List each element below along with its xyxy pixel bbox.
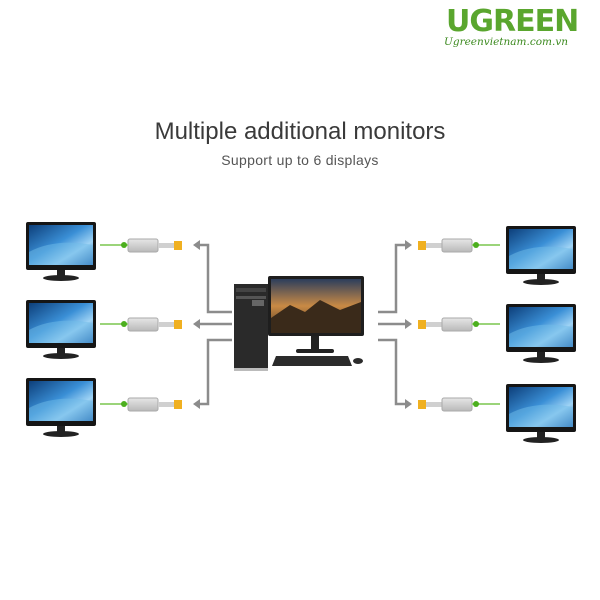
ugreen-logo: UGREEN [446,4,579,39]
usb-adapter-1 [100,238,182,253]
desktop-monitor-icon [268,276,364,353]
page-title: Multiple additional monitors [154,118,446,145]
page-subtitle: Support up to 6 displays [221,152,379,168]
arrow-right-icon [405,319,412,329]
usb-adapter-3 [100,397,182,412]
cable-lines [195,243,410,406]
usb-adapter-6 [418,397,500,412]
usb-adapter-5 [418,317,500,332]
usb-adapter-2 [100,317,182,332]
usb-adapter-4 [418,238,500,253]
monitor-left-1 [26,222,96,281]
monitor-right-2 [506,304,576,363]
arrowheads [193,240,412,409]
keyboard-icon [272,356,363,366]
arrow-left-icon [193,240,200,250]
arrow-left-icon [193,319,200,329]
monitor-left-2 [26,300,96,359]
monitor-left-3 [26,378,96,437]
monitor-right-3 [506,384,576,443]
arrow-left-icon [193,399,200,409]
arrow-right-icon [405,399,412,409]
monitor-right-1 [506,226,576,285]
website-url: Ugreenvietnam.com.vn [444,36,569,48]
arrow-right-icon [405,240,412,250]
desktop-pc [234,276,364,371]
pc-tower-icon [234,284,268,371]
